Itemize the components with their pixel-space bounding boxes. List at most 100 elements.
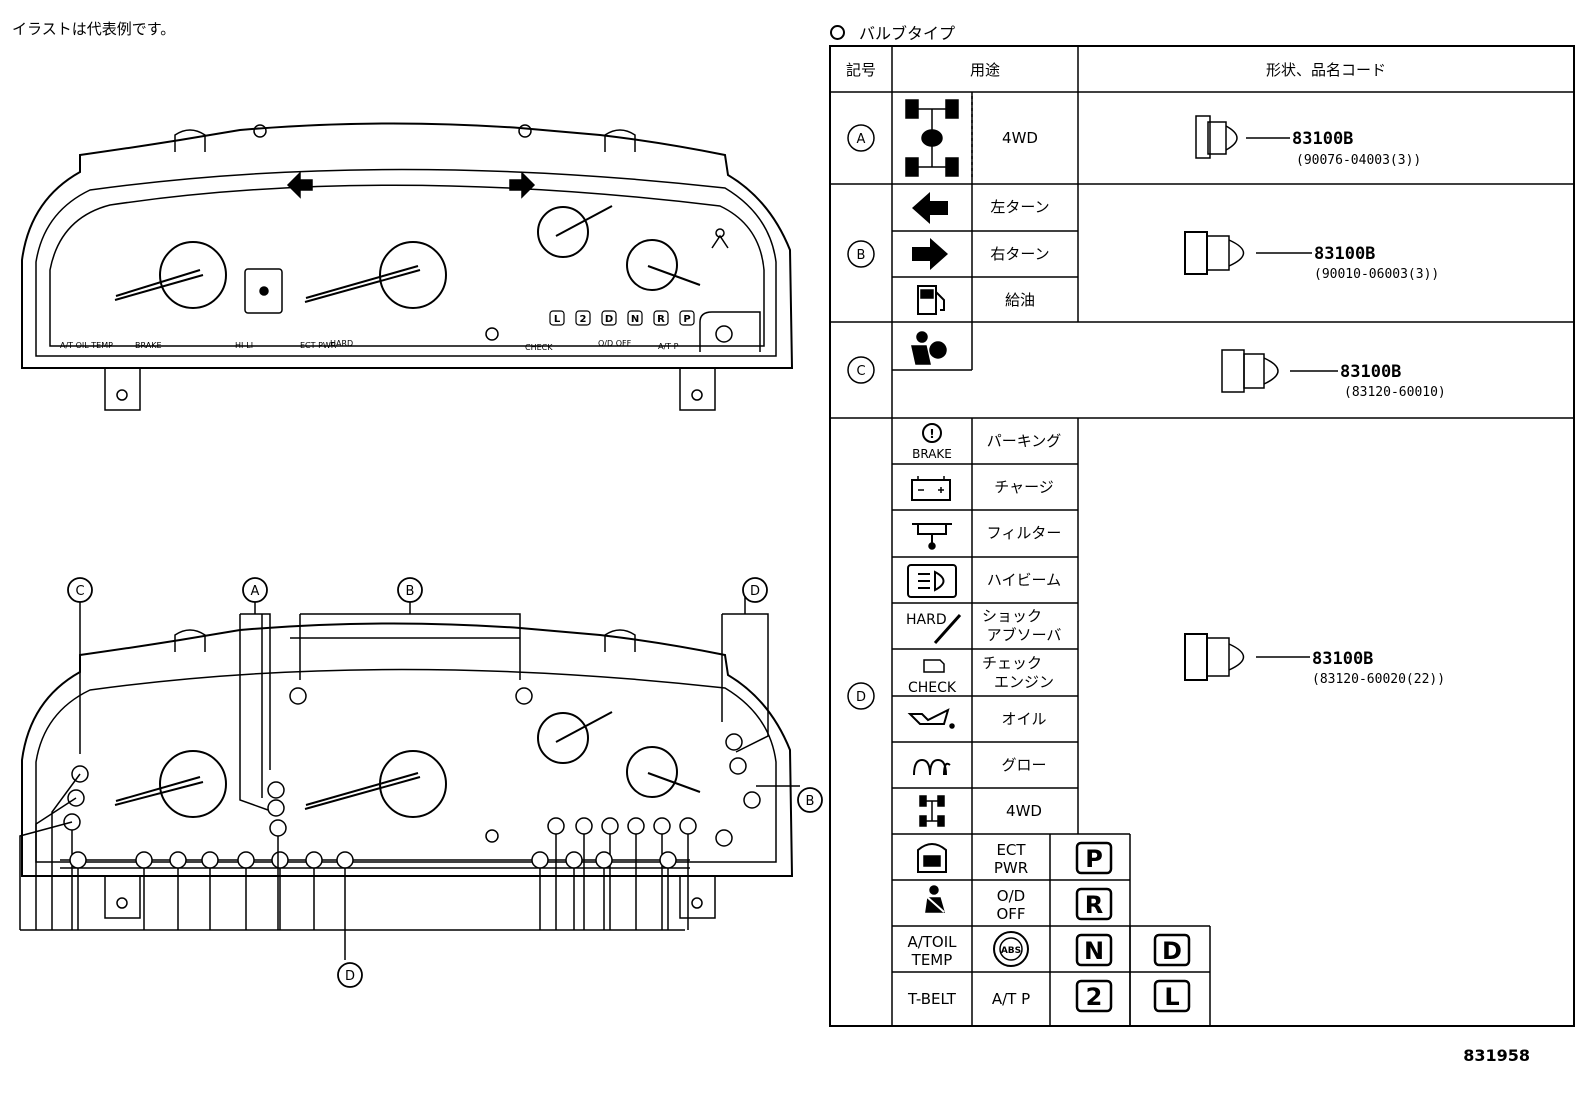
bulb-socket-marker: [201, 851, 219, 869]
symbol-a: A: [857, 132, 866, 147]
top-gear-label-2: 2: [580, 314, 587, 325]
table-icons: ! BRAKE HARD CHECK ABS: [905, 99, 1029, 967]
use-charge: チャージ: [994, 478, 1054, 496]
brake-label: BRAKE: [135, 341, 162, 350]
gear-label-N: N: [1084, 937, 1104, 965]
bulb-socket-marker: [269, 819, 287, 837]
gear-box-P: [1075, 841, 1113, 875]
use-parking: パーキング: [987, 432, 1062, 450]
ect-power-icon: [917, 843, 947, 873]
bulb-socket-marker: [729, 757, 747, 775]
gear-label-D: D: [1162, 937, 1182, 965]
use-filter: フィルター: [987, 524, 1062, 542]
hi-label: HI-LI: [235, 341, 253, 350]
row-symbols: A B C D: [847, 124, 875, 710]
filter-icon: [912, 523, 952, 550]
illustration-note: イラストは代表例です。: [12, 20, 176, 38]
bulb-socket-marker: [515, 687, 533, 705]
bulb-socket-marker: [135, 851, 153, 869]
part-code-d: 83100B: [1312, 649, 1373, 669]
bulb-socket-marker: [237, 851, 255, 869]
check-label: CHECK: [525, 343, 553, 352]
bulb-type-title: バルブタイプ: [830, 20, 955, 44]
bulb-socket-marker: [595, 851, 613, 869]
callout-C: [67, 577, 93, 603]
callout-label: B: [806, 794, 815, 809]
bulb-socket-marker: [659, 851, 677, 869]
shock-absorber-icon: HARD: [906, 612, 962, 644]
part-code-a: 83100B: [1292, 129, 1353, 149]
tbelt-label-cell: T-BELT: [907, 990, 957, 1008]
symbol-c: C: [856, 364, 865, 379]
od-label: O/D OFF: [598, 339, 632, 348]
circle-icon: [830, 25, 845, 40]
sub-code-b: (90010-06003(3)): [1314, 267, 1439, 282]
callout-B: [397, 577, 423, 603]
document-number: 831958: [1463, 1046, 1530, 1065]
left-turn-icon: [912, 192, 948, 224]
top-gear-label-P: P: [683, 314, 690, 325]
use-right-turn: 右ターン: [990, 245, 1049, 263]
abs-icon: ABS: [993, 931, 1029, 967]
ect-label-cell: ECT: [996, 841, 1026, 859]
fuel-pump-icon: [917, 285, 945, 315]
top-gear-N: [627, 310, 643, 326]
gear-box-D: [1153, 933, 1191, 967]
brake-icon: ! BRAKE: [912, 423, 952, 461]
bulb-socket-marker: [305, 851, 323, 869]
callout-A: [242, 577, 268, 603]
bulb-socket-marker: [271, 851, 289, 869]
callout-label: D: [345, 969, 355, 984]
bulb-socket-marker: [547, 817, 565, 835]
airbag-icon: [911, 331, 947, 365]
use-left-turn: 左ターン: [990, 198, 1049, 216]
bulb-socket-marker: [743, 791, 761, 809]
oil-can-icon: [907, 708, 955, 729]
gear-label-L: L: [1164, 983, 1179, 1011]
use-shock-2: アブソーバ: [987, 626, 1062, 644]
top-gear-label-R: R: [657, 314, 665, 325]
top-gear-2: [575, 310, 591, 326]
top-gear-R: [653, 310, 669, 326]
svg-text:!: !: [929, 427, 934, 441]
pwr-label-cell: PWR: [994, 859, 1028, 877]
bulb-socket-marker: [653, 817, 671, 835]
bulb-socket-marker: [679, 817, 697, 835]
bulb-socket-marker: [169, 851, 187, 869]
gear-label-P: P: [1085, 845, 1103, 873]
bulb-table: [829, 45, 1575, 1027]
temp-label-cell: TEMP: [911, 951, 953, 969]
bulb-socket-marker: [267, 781, 285, 799]
svg-text:HARD: HARD: [906, 612, 947, 628]
svg-text:ABS: ABS: [1001, 946, 1021, 956]
use-check-2: エンジン: [994, 673, 1054, 691]
bottom-bulb-markers: [19, 687, 761, 930]
top-gear-L: [549, 310, 565, 326]
callout-label: D: [750, 584, 760, 599]
use-shock-1: ショック: [982, 607, 1042, 625]
gear-label-R: R: [1085, 891, 1103, 919]
seatbelt-icon: [925, 885, 945, 913]
use-high-beam: ハイビーム: [987, 571, 1061, 589]
gear-box-R: [1075, 887, 1113, 921]
symbol-b: B: [857, 248, 866, 263]
use-fuel: 給油: [1005, 291, 1035, 309]
bottom-cluster: [20, 596, 800, 960]
four-wheel-drive-icon: [905, 99, 959, 177]
use-glow: グロー: [1001, 756, 1046, 774]
top-gear-label-L: L: [554, 314, 561, 325]
gear-label-2: 2: [1086, 983, 1103, 1011]
header-symbol: 記号: [846, 61, 876, 79]
bulb-c: [1221, 349, 1338, 393]
gear-box-L: [1153, 979, 1191, 1013]
bulb-socket-marker: [601, 817, 619, 835]
gear-box-N: [1075, 933, 1113, 967]
bulb-socket-marker: [531, 851, 549, 869]
top-cluster-labels: A/T OIL TEMP BRAKE HI-LI ECT PWR HARD CH…: [60, 339, 679, 352]
top-gear-label-D: D: [605, 314, 613, 325]
bulb-a: [1195, 115, 1290, 159]
bulb-b: [1184, 231, 1312, 275]
